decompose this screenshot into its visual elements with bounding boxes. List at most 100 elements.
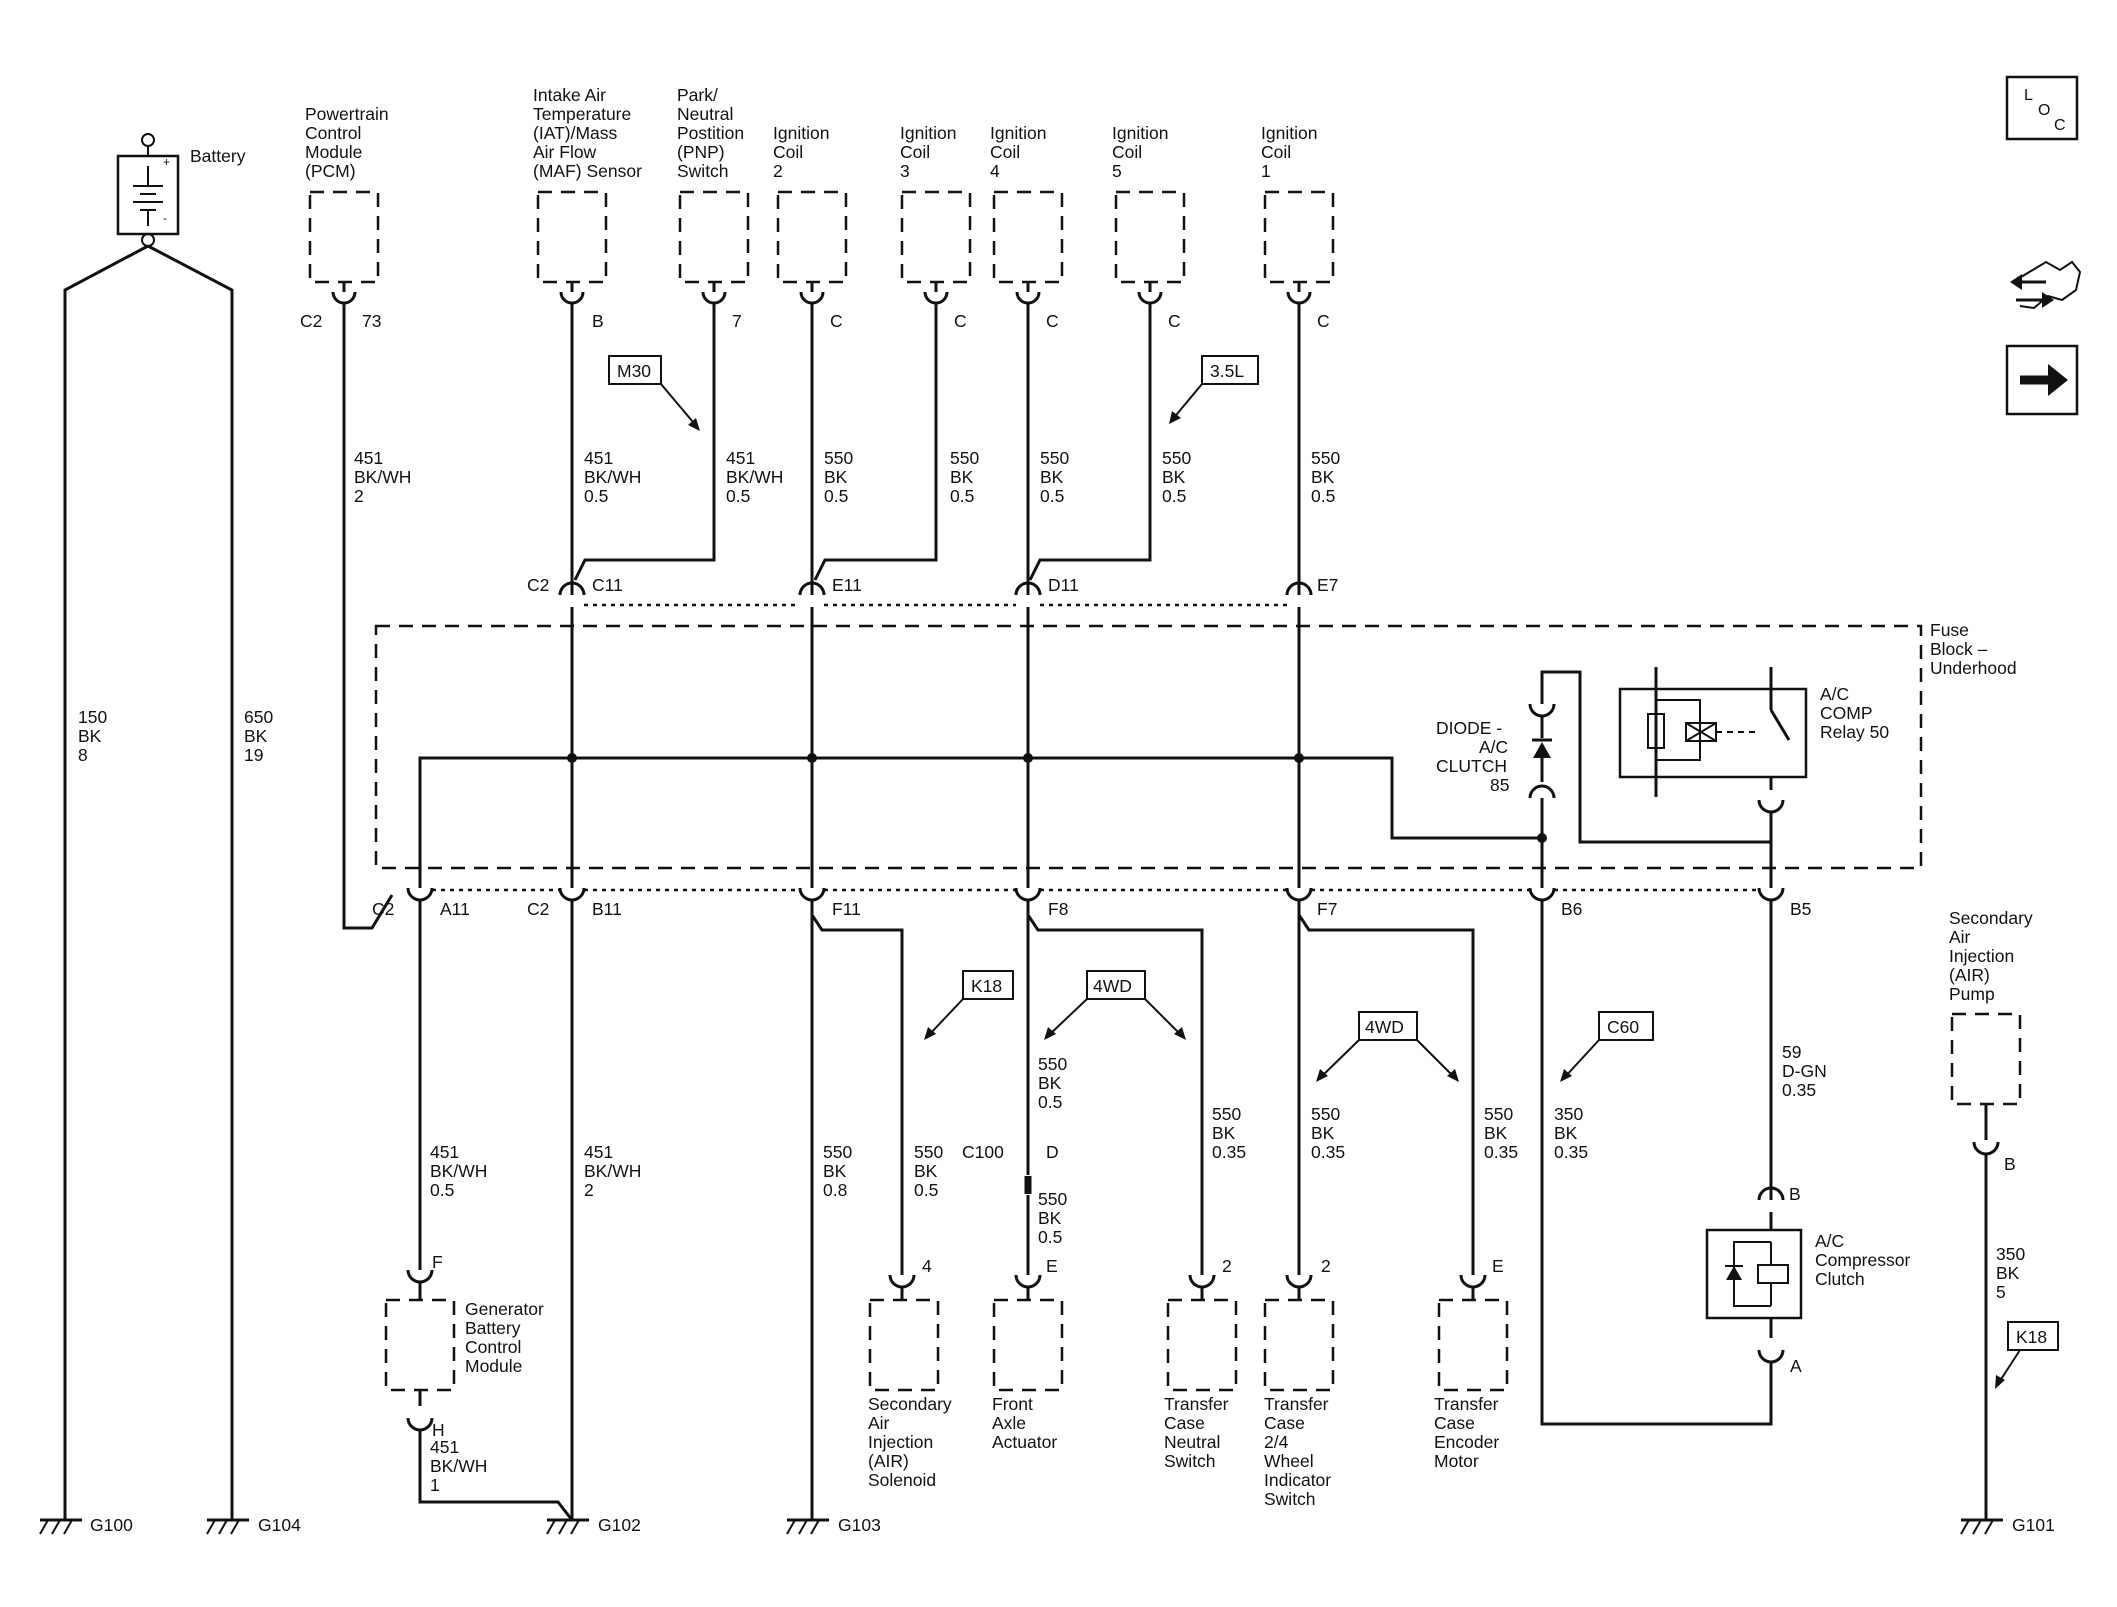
pin-e-encoder: E — [1492, 1256, 1504, 1276]
svg-text:B5: B5 — [1790, 899, 1811, 919]
svg-text:Battery: Battery — [465, 1318, 521, 1338]
svg-text:B11: B11 — [592, 899, 622, 919]
svg-text:2: 2 — [773, 161, 783, 181]
svg-text:L: L — [2024, 87, 2033, 104]
bottom-wires — [418, 900, 1773, 1521]
svg-text:C100: C100 — [962, 1142, 1004, 1162]
svg-text:0.5: 0.5 — [1162, 486, 1186, 506]
svg-text:BK/WH: BK/WH — [726, 467, 783, 487]
svg-text:BK/WH: BK/WH — [430, 1456, 487, 1476]
svg-text:DIODE -: DIODE - — [1436, 718, 1502, 738]
fuse-block-underhood — [374, 624, 1923, 870]
svg-text:BK: BK — [950, 467, 974, 487]
svg-text:Ignition: Ignition — [990, 123, 1046, 143]
svg-text:A: A — [1790, 1356, 1802, 1376]
ground-g100: G100 — [39, 1515, 133, 1535]
svg-text:3.5L: 3.5L — [1210, 361, 1244, 381]
svg-text:550: 550 — [914, 1142, 943, 1162]
option-4wd-b: 4WD — [1316, 1011, 1459, 1082]
svg-text:Ignition: Ignition — [1112, 123, 1168, 143]
svg-text:Ignition: Ignition — [900, 123, 956, 143]
option-k18-b: K18 — [1995, 1321, 2059, 1389]
loc-icon[interactable]: L O C — [2005, 75, 2079, 141]
svg-text:Secondary: Secondary — [868, 1394, 952, 1414]
svg-text:Fuse: Fuse — [1930, 620, 1969, 640]
svg-text:451: 451 — [726, 448, 755, 468]
svg-text:550: 550 — [823, 1142, 852, 1162]
svg-text:Switch: Switch — [1264, 1489, 1316, 1509]
svg-text:Neutral: Neutral — [677, 104, 733, 124]
battery: + - Battery — [116, 133, 246, 247]
svg-text:2: 2 — [354, 486, 364, 506]
svg-text:E11: E11 — [832, 575, 862, 595]
svg-text:0.5: 0.5 — [430, 1180, 454, 1200]
svg-text:K18: K18 — [2016, 1327, 2047, 1347]
svg-text:8: 8 — [78, 745, 88, 765]
vehicle-component-icon[interactable] — [2010, 260, 2082, 310]
svg-text:Intake Air: Intake Air — [533, 85, 606, 105]
svg-text:BK: BK — [1162, 467, 1186, 487]
svg-text:F8: F8 — [1048, 899, 1068, 919]
svg-text:550: 550 — [950, 448, 979, 468]
top-wires — [342, 303, 1301, 930]
svg-text:(PNP): (PNP) — [677, 142, 725, 162]
transfer-case-encoder-motor — [1437, 1274, 1509, 1392]
svg-text:0.35: 0.35 — [1782, 1080, 1816, 1100]
svg-text:BK/WH: BK/WH — [584, 467, 641, 487]
svg-text:B6: B6 — [1561, 899, 1582, 919]
svg-text:D-GN: D-GN — [1782, 1061, 1827, 1081]
svg-text:7: 7 — [732, 311, 742, 331]
svg-text:0.35: 0.35 — [1212, 1142, 1246, 1162]
svg-text:85: 85 — [1490, 775, 1509, 795]
svg-text:G104: G104 — [258, 1515, 301, 1535]
svg-text:Control: Control — [465, 1337, 521, 1357]
svg-text:0.5: 0.5 — [824, 486, 848, 506]
svg-text:0.5: 0.5 — [726, 486, 750, 506]
svg-text:550: 550 — [1038, 1054, 1067, 1074]
svg-text:BK: BK — [824, 467, 848, 487]
option-3-5l: 3.5L — [1169, 355, 1259, 424]
svg-text:Coil: Coil — [1261, 142, 1291, 162]
svg-text:C: C — [1317, 311, 1330, 331]
svg-text:BK: BK — [244, 726, 268, 746]
next-page-arrow-icon[interactable] — [2005, 344, 2079, 416]
generator-battery-control-module — [384, 1269, 456, 1448]
svg-text:Front: Front — [992, 1394, 1033, 1414]
svg-text:451: 451 — [430, 1437, 459, 1457]
pin-2-neutral: 2 — [1222, 1256, 1232, 1276]
svg-text:F11: F11 — [832, 899, 861, 919]
svg-text:E7: E7 — [1317, 575, 1338, 595]
svg-text:550: 550 — [1311, 1104, 1340, 1124]
svg-text:C: C — [2054, 117, 2066, 134]
svg-text:Underhood: Underhood — [1930, 658, 2017, 678]
svg-text:C2: C2 — [527, 899, 549, 919]
svg-text:Transfer: Transfer — [1434, 1394, 1499, 1414]
svg-text:Case: Case — [1164, 1413, 1205, 1433]
svg-text:BK/WH: BK/WH — [430, 1161, 487, 1181]
svg-text:A11: A11 — [440, 899, 470, 919]
upper-c2-connector — [558, 581, 1313, 615]
svg-text:0.5: 0.5 — [1040, 486, 1064, 506]
svg-text:5: 5 — [1996, 1282, 2006, 1302]
pump-pin-b: B — [2004, 1154, 2016, 1174]
svg-text:BK: BK — [1484, 1123, 1508, 1143]
ground-g102: G102 — [546, 1515, 641, 1535]
splice-dots — [567, 753, 1547, 843]
svg-text:BK/WH: BK/WH — [354, 467, 411, 487]
secondary-air-injection-solenoid — [868, 1274, 940, 1392]
